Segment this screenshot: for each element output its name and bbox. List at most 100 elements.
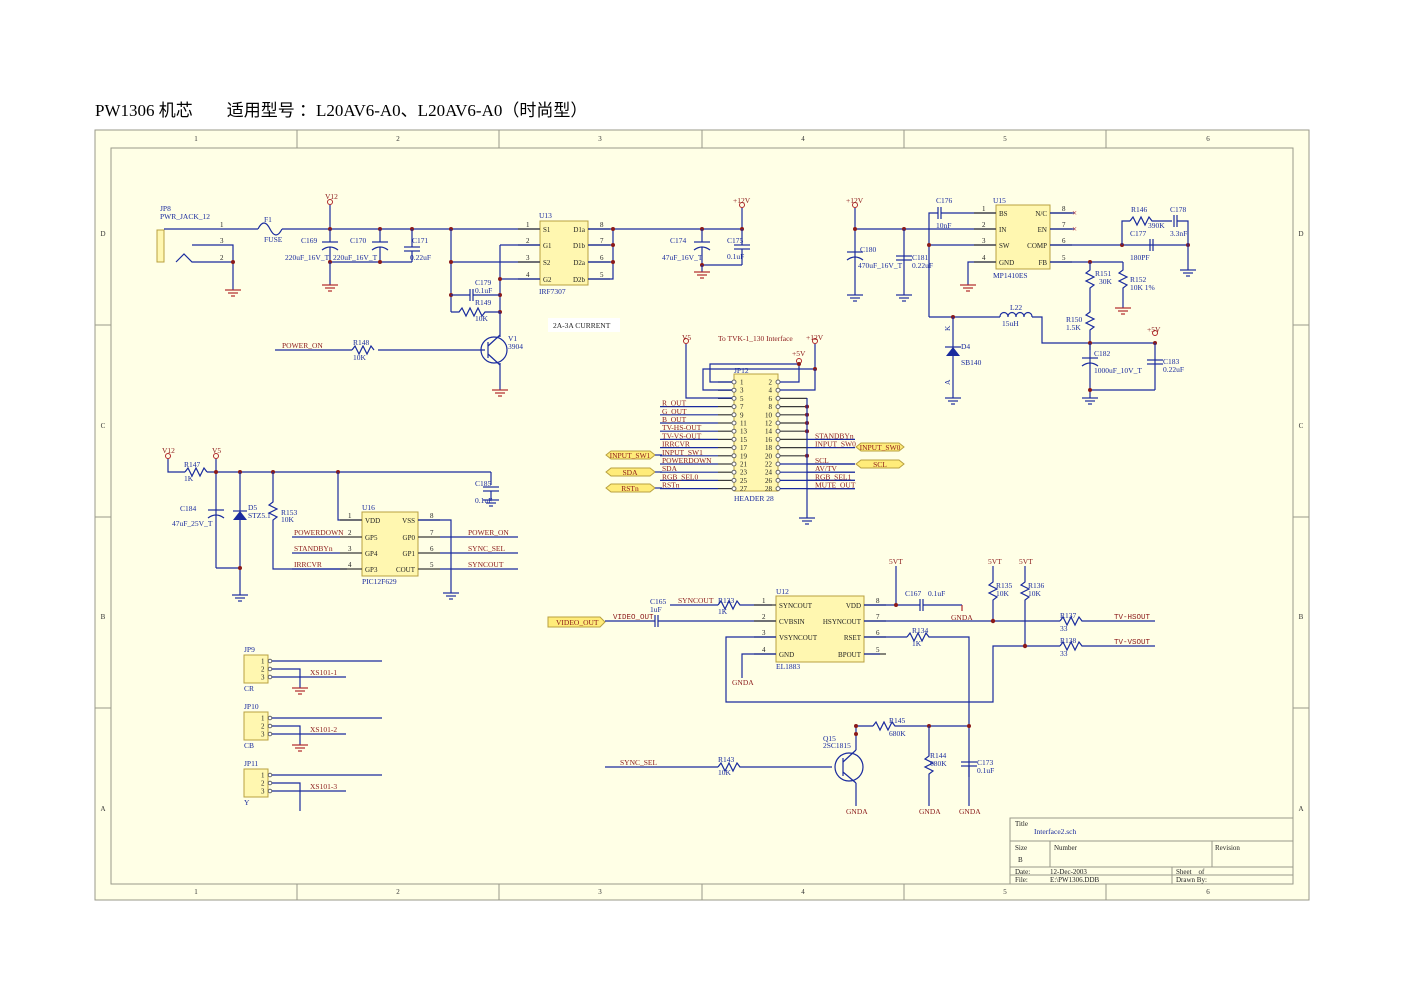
resistor-icon [184,466,208,478]
pin-number: 7 [600,237,604,245]
c178-value: 3.3nF [1170,229,1187,238]
zone-column-label: 1 [194,135,198,143]
r150-value: 1.5K [1066,323,1081,332]
ground-icon [694,271,710,279]
r134-value: 1K [912,639,922,648]
port-scl[interactable] [855,459,905,469]
pin-name: D2a [573,259,586,267]
gnda-label: GNDA [951,613,973,622]
net-label: TV-HS-OUT [662,423,702,432]
c170-ref: C170 [350,236,367,245]
ground-icon [896,294,912,302]
pin-number: 7 [1062,221,1066,229]
c174-ref: C174 [670,236,687,245]
net-power-on: POWER_ON [282,341,323,350]
pin-number: 5 [600,271,604,279]
tb-date-label: Date: [1015,868,1030,876]
r137-value: 33 [1060,624,1068,633]
r145-ref: R145 [889,716,906,725]
pin-name: SW [999,242,1010,250]
tb-revision-label: Revision [1215,844,1240,852]
pin-name: GP4 [365,550,378,558]
u12-chip[interactable] [775,595,865,663]
r133-value: 1K [718,607,728,616]
pin-name: D1a [573,226,586,234]
buck-converter-section: +12V C180 470uF_16V_T C181 0.22uF C176 1… [846,196,1196,405]
power-jack[interactable] [156,229,165,263]
v1-ref: V1 [508,334,517,343]
pin-name: RSET [844,634,862,642]
pin-name: BS [999,210,1008,218]
pin-socket-icon [775,420,781,426]
u12-part: EL1883 [776,662,800,671]
connector-jp10[interactable] [243,711,269,741]
zone-column-label: 2 [396,135,400,143]
zone-row-label: C [1299,422,1304,430]
pin-number: 15 [740,436,748,444]
r137-ref: R137 [1060,611,1077,620]
net-v12: V12 [325,192,338,201]
r136-value: 10K [1028,589,1042,598]
pin-name: N/C [1035,210,1047,218]
net-label: POWERDOWN [662,456,712,465]
pin-number: 6 [769,395,773,403]
r138-ref: R138 [1060,636,1077,645]
pin-number: 17 [740,444,748,452]
pin-name: FB [1038,259,1047,267]
r135-ref: R135 [996,581,1013,590]
pin-number: 2 [762,613,766,621]
no-connect-icon: × [1072,224,1077,234]
net-5vt: 5VT [1019,557,1033,566]
pin-name: BPOUT [838,651,862,659]
r138-value: 33 [1060,649,1068,658]
d4-a: A [943,379,952,385]
pin-number: 1 [348,512,352,520]
pin-number: 16 [765,436,773,444]
connector-jp11[interactable] [243,768,269,798]
pin-number: 7 [876,613,880,621]
resistor-icon [451,306,500,318]
pin-number: 20 [765,452,773,460]
pin-number: 3 [348,545,352,553]
power-port-icon [739,202,745,208]
tb-size-label: Size [1015,844,1027,852]
pin-socket-icon [731,445,737,451]
power-port-icon [165,453,171,459]
port-video-out[interactable] [547,616,606,628]
pin-name: S1 [543,226,551,234]
r149-value: 10K [475,314,489,323]
pin-number: 10 [765,411,773,419]
connector-jp9[interactable] [243,654,269,684]
title-block: Title Interface2.sch Size B Number Revis… [1009,817,1294,885]
port-label: INPUT_SW1 [610,451,651,460]
c171-value: 0.22uF [410,253,431,262]
u16-part: PIC12F629 [362,577,397,586]
pin-name: G1 [543,242,552,250]
zone-column-label: 2 [396,888,400,896]
c169-ref: C169 [301,236,318,245]
load-switch-section: U13 IRF7307 1S12G13S24G28D1a7D1b6D2a5D2b… [275,196,751,397]
connector-ref: JP10 [244,702,259,711]
u16-chip[interactable] [361,511,419,577]
capacitor-icon [693,229,711,265]
net-video-out: VIDEO_OUT [613,614,654,622]
r146-ref: R146 [1131,205,1148,214]
pin-socket-icon [775,436,781,442]
ground-icon [945,397,961,405]
pin-number: 3 [762,629,766,637]
c167-value: 0.1uF [928,589,945,598]
diode-icon [946,347,960,356]
resistor-icon [923,726,935,806]
r153-value: 10K [281,515,295,524]
pin-socket-icon [775,412,781,418]
pin-socket-icon [731,461,737,467]
net-label: POWERDOWN [294,528,344,537]
resistor-icon [717,599,772,611]
r136-ref: R136 [1028,581,1045,590]
port-input_sw0[interactable] [855,442,905,452]
u15-chip[interactable] [995,204,1051,270]
u13-chip[interactable] [539,220,589,286]
port-label: RSTn [621,484,639,493]
pin-number: 2 [982,221,986,229]
pin-socket-icon [731,420,737,426]
